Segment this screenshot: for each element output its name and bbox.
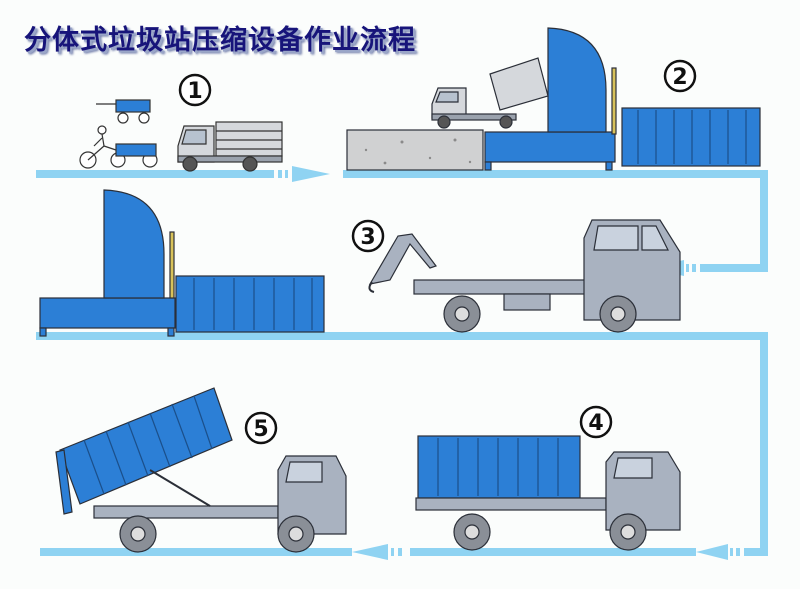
step-3-number: 3 (360, 225, 375, 250)
flow-line-row2 (36, 332, 766, 340)
step-4-badge: 4 (581, 407, 611, 437)
concrete-platform (347, 130, 483, 170)
compactor-base-frame (485, 132, 615, 162)
flow-line-row1-right (343, 170, 768, 178)
flow-line-row1-left (36, 170, 274, 178)
compactor-hopper (548, 28, 606, 132)
compressed-container (622, 108, 760, 166)
step-2-number: 2 (672, 65, 687, 90)
compactor-hopper (104, 190, 164, 298)
flow-connector-right-upper (760, 170, 768, 270)
flow-arrow-row1 (292, 166, 330, 182)
flow-arrow-row3-left (352, 544, 388, 560)
tipping-small-truck-icon (432, 58, 548, 128)
step-5-badge: 5 (246, 413, 276, 443)
flow-connector-right-lower (760, 332, 768, 556)
step-1-badge: 1 (180, 75, 210, 105)
hydraulic-cylinder (612, 68, 616, 134)
step-2-badge: 2 (665, 61, 695, 91)
step-2-dumping-scene (347, 28, 760, 170)
step-1-collection-scene (80, 100, 282, 171)
step-3-badge: 3 (353, 221, 383, 251)
loaded-container (418, 436, 580, 498)
step-3-hooklift-truck (369, 220, 680, 332)
compactor-loaded-scene (40, 190, 324, 336)
hand-cart-icon (96, 100, 150, 123)
truck-chassis (94, 506, 278, 518)
flow-arrow-row3-right (696, 544, 728, 560)
step-1-number: 1 (187, 79, 202, 104)
step-4-transport-truck (416, 436, 680, 550)
truck-chassis (414, 280, 586, 294)
hydraulic-cylinder (170, 232, 174, 298)
step-4-number: 4 (588, 411, 603, 436)
flow-line-row3-right (410, 548, 696, 556)
tricycle-icon (80, 126, 157, 168)
step-5-dumping-truck (56, 388, 346, 552)
small-garbage-truck-icon (178, 122, 282, 171)
compactor-base-frame (40, 298, 175, 328)
truck-chassis (416, 498, 606, 510)
step-5-number: 5 (253, 417, 268, 442)
compressed-container (176, 276, 324, 332)
